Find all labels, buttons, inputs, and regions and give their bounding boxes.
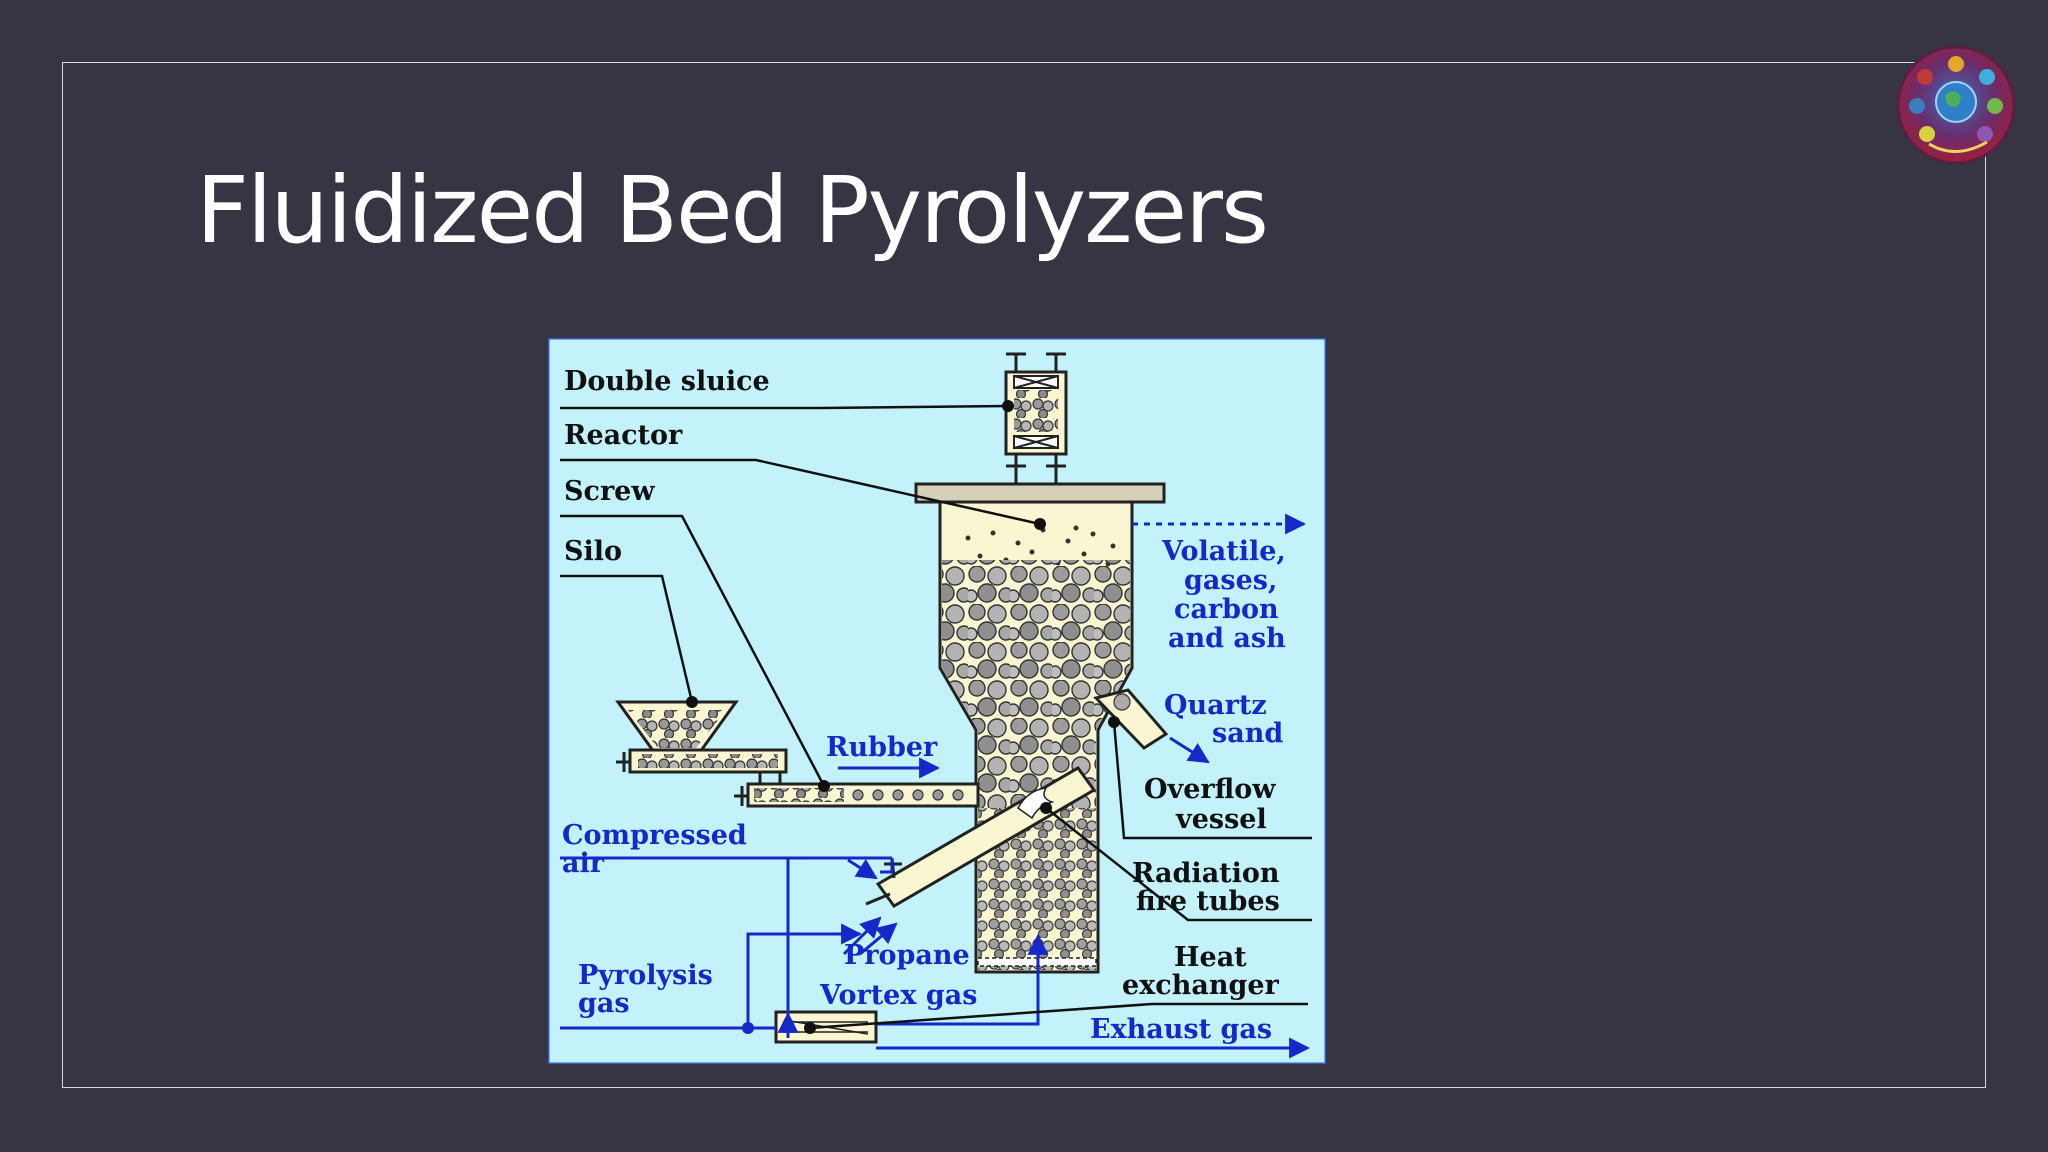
slide-frame bbox=[62, 62, 1986, 1088]
label-heat-exchanger-1: Heat bbox=[1174, 942, 1247, 973]
label-volatile-2: gases, bbox=[1184, 565, 1277, 596]
label-radiation-1: Radiation bbox=[1132, 858, 1280, 889]
label-double-sluice: Double sluice bbox=[564, 366, 770, 397]
label-reactor: Reactor bbox=[564, 420, 683, 451]
feed-screw bbox=[734, 780, 980, 808]
label-volatile-3: carbon bbox=[1174, 594, 1279, 625]
label-radiation-2: fire tubes bbox=[1136, 886, 1280, 917]
label-silo: Silo bbox=[564, 536, 622, 567]
radiation-fire-tube bbox=[865, 766, 1097, 908]
leader-lines bbox=[560, 404, 1312, 1030]
label-exhaust-gas: Exhaust gas bbox=[1090, 1014, 1272, 1045]
label-pyrolysis-gas-1: Pyrolysis bbox=[578, 960, 713, 991]
flow-arrows bbox=[560, 513, 1311, 1059]
pyrolyzer-diagram: Double sluice Reactor Screw Silo Rubber … bbox=[548, 338, 1326, 1064]
label-overflow-1: Overflow bbox=[1144, 774, 1276, 805]
label-pyrolysis-gas-2: gas bbox=[578, 988, 630, 1019]
label-heat-exchanger-2: exchanger bbox=[1122, 970, 1280, 1001]
label-quartz-2: sand bbox=[1212, 718, 1283, 749]
label-compressed-air-2: air bbox=[562, 848, 605, 879]
silo-screw bbox=[616, 748, 788, 786]
globe-emblem-icon bbox=[1896, 45, 2016, 165]
double-sluice bbox=[1002, 352, 1068, 484]
diagram-labels: Double sluice Reactor Screw Silo Rubber … bbox=[562, 366, 1286, 1045]
label-volatile-4: and ash bbox=[1168, 623, 1286, 654]
label-vortex-gas: Vortex gas bbox=[819, 980, 977, 1011]
label-propane: Propane bbox=[844, 940, 970, 971]
label-screw: Screw bbox=[564, 476, 655, 507]
label-volatile-1: Volatile, bbox=[1161, 536, 1286, 567]
label-compressed-air-1: Compressed bbox=[562, 820, 747, 851]
label-overflow-2: vessel bbox=[1175, 804, 1267, 835]
reactor-vessel bbox=[914, 482, 1166, 974]
label-rubber: Rubber bbox=[826, 732, 938, 763]
slide-title: Fluidized Bed Pyrolyzers bbox=[196, 157, 1269, 264]
label-quartz-1: Quartz bbox=[1164, 690, 1267, 721]
